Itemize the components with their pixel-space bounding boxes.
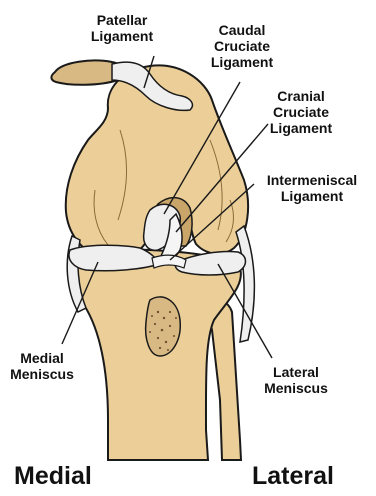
intermeniscal-ligament-label: Intermeniscal Ligament [256, 172, 368, 204]
lateral-meniscus-label: Lateral Meniscus [252, 364, 340, 396]
patellar-label-line-2: Ligament [72, 28, 172, 44]
cranial-label-line-2: Cruciate [256, 104, 346, 120]
cranial-label-line-3: Ligament [256, 120, 346, 136]
lateral-side-label: Lateral [252, 462, 334, 490]
medial-meniscus-line-2: Meniscus [2, 366, 82, 382]
lateral-meniscus-line-2: Meniscus [252, 380, 340, 396]
caudal-cruciate-label: Caudal Cruciate Ligament [198, 22, 286, 70]
caudal-label-line-1: Caudal [198, 22, 286, 38]
cranial-label-line-1: Cranial [256, 88, 346, 104]
intermeniscal-label-line-1: Intermeniscal [256, 172, 368, 188]
lateral-meniscus-line-1: Lateral [252, 364, 340, 380]
patellar-label-line-1: Patellar [72, 12, 172, 28]
caudal-label-line-2: Cruciate [198, 38, 286, 54]
intermeniscal-label-line-2: Ligament [256, 188, 368, 204]
medial-meniscus-label: Medial Meniscus [2, 350, 82, 382]
medial-meniscus-line-1: Medial [2, 350, 82, 366]
patellar-ligament-label: Patellar Ligament [72, 12, 172, 44]
tibial-tuberosity [146, 297, 181, 356]
caudal-label-line-3: Ligament [198, 54, 286, 70]
medial-side-label: Medial [14, 462, 92, 490]
cranial-cruciate-label: Cranial Cruciate Ligament [256, 88, 346, 136]
